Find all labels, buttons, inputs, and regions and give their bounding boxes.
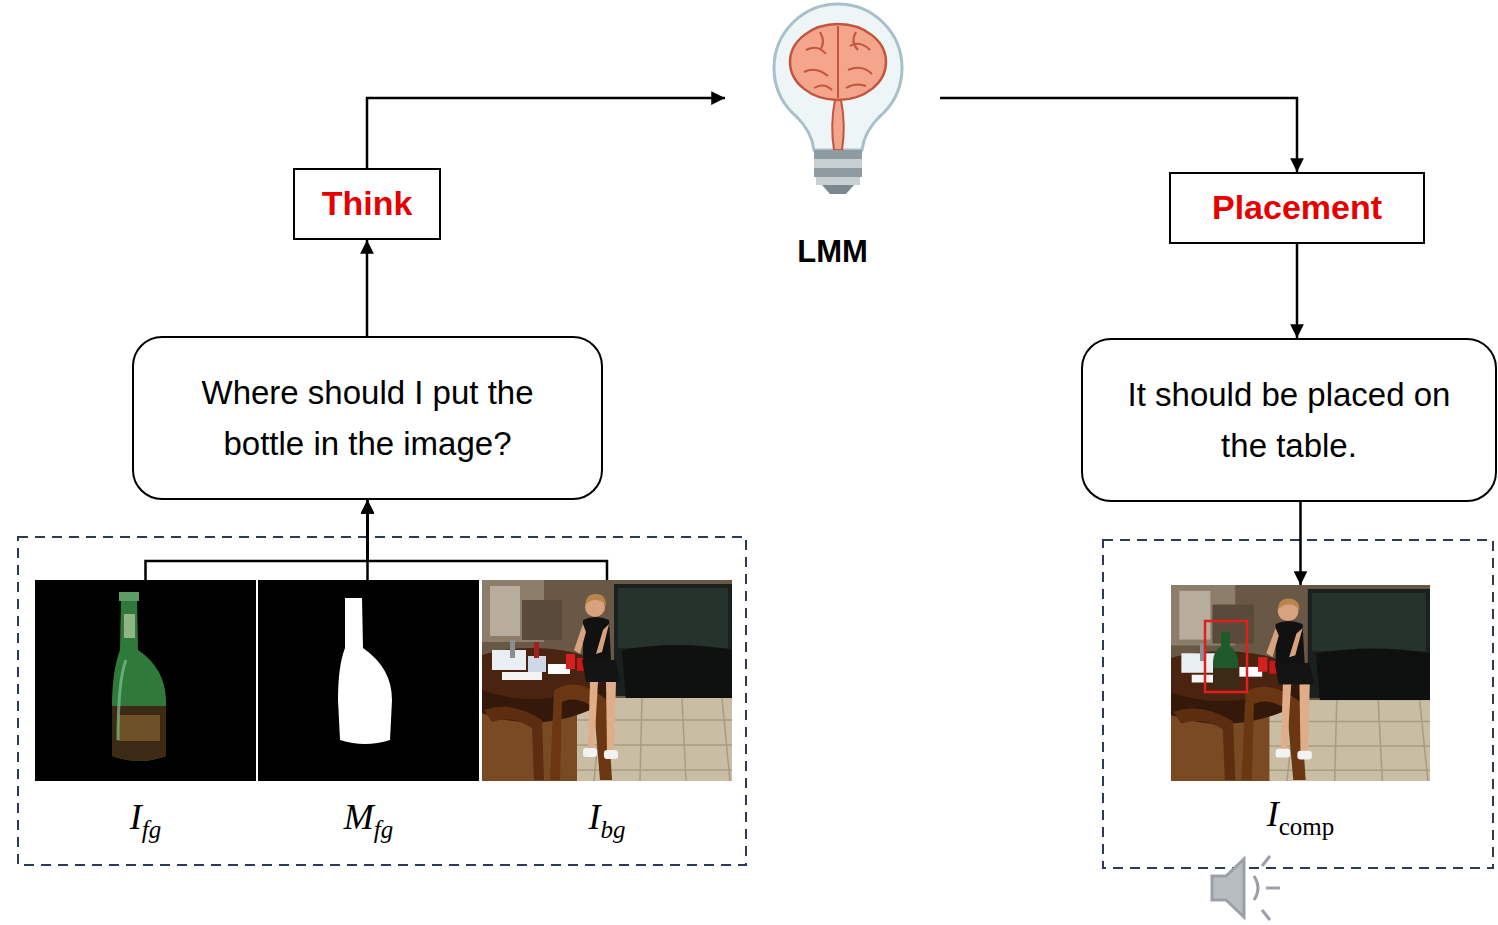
- foreground-image: [118, 715, 160, 741]
- text-group: Ibg: [589, 796, 626, 844]
- flow-arrow: [1299, 502, 1302, 585]
- foreground-image: [118, 660, 126, 740]
- image-panel: Ifg: [35, 580, 256, 850]
- prompt-text: Where should I put the bottle in the ima…: [162, 367, 573, 469]
- mask-image: [258, 580, 479, 781]
- brain-bulb-icon: [816, 177, 860, 185]
- text-group: Icomp: [1267, 793, 1335, 841]
- text-group: LMM: [797, 234, 868, 270]
- prompt-box: It should be placed on the table.: [1081, 338, 1497, 502]
- prompt-text: It should be placed on the table.: [1111, 369, 1467, 471]
- brain-bulb-icon: [774, 4, 902, 194]
- mask-image: [258, 580, 479, 781]
- symbol-name: I: [130, 797, 142, 837]
- dashed-group: [18, 537, 1493, 868]
- mask-image: [338, 598, 392, 744]
- background-image: [454, 580, 732, 781]
- speaker-icon: [1212, 859, 1244, 917]
- model-icon: LMM: [725, 4, 940, 272]
- brain-bulb-icon: [790, 24, 886, 100]
- prompt-box: Where should I put the bottle in the ima…: [132, 336, 603, 500]
- foreground-image: [119, 592, 139, 601]
- symbol-subscript: bg: [601, 816, 626, 843]
- composite-image: [1213, 632, 1238, 688]
- background-image: [454, 580, 732, 781]
- speaker-icon: [1254, 876, 1258, 900]
- brain-bulb-icon: [814, 159, 862, 168]
- brain-bulb-icon: [832, 100, 844, 150]
- foreground-image: [112, 706, 166, 761]
- symbol-subscript: fg: [374, 816, 393, 843]
- text-group: Where should I put the bottle in the ima…: [162, 367, 573, 469]
- step-label: Think: [322, 184, 413, 222]
- symbol-subscript: fg: [142, 816, 161, 843]
- dashed-group: [1103, 540, 1493, 868]
- flow-arrow: [940, 98, 1297, 172]
- text-group: Ifg: [130, 796, 161, 844]
- image-panel: Mfg: [258, 580, 479, 850]
- composite-image: [1142, 585, 1430, 781]
- symbol-name: M: [344, 797, 374, 837]
- text-group: Mfg: [344, 796, 393, 844]
- brain-bulb-icon: [814, 150, 862, 159]
- foreground-image: [124, 614, 135, 638]
- flow-arrow: [366, 240, 369, 336]
- model-label: LMM: [797, 234, 868, 269]
- symbol-name: I: [1267, 794, 1279, 834]
- flow-arrow: [1296, 244, 1299, 338]
- speaker-icon: [1262, 856, 1280, 920]
- composite-image: [1213, 668, 1238, 688]
- symbol-name: I: [589, 797, 601, 837]
- text-group: Placement: [1212, 188, 1382, 227]
- composite-image: [1205, 621, 1247, 692]
- symbol-subscript: comp: [1279, 813, 1335, 840]
- text-group: Think: [322, 184, 413, 223]
- image-panel: Icomp: [1171, 585, 1430, 847]
- brain-bulb-icon: [804, 26, 872, 98]
- step-label: Placement: [1212, 188, 1382, 226]
- flow-arrow: [368, 500, 608, 580]
- step-box: Placement: [1169, 172, 1425, 244]
- foreground-image: [35, 580, 256, 781]
- text-group: It should be placed on the table.: [1111, 369, 1467, 471]
- composite-image: [1142, 585, 1430, 781]
- step-box: Think: [293, 168, 441, 240]
- dashed-group: [18, 537, 746, 865]
- brain-bulb-icon: [822, 185, 854, 194]
- foreground-image: [35, 580, 256, 781]
- brain-bulb-icon: [814, 168, 862, 177]
- flow-arrow: [366, 500, 369, 580]
- flow-arrow: [367, 98, 725, 168]
- speaker-icon: [1212, 856, 1280, 920]
- foreground-image: [112, 598, 166, 761]
- flow-arrow: [146, 500, 368, 580]
- image-panel: Ibg: [482, 580, 732, 850]
